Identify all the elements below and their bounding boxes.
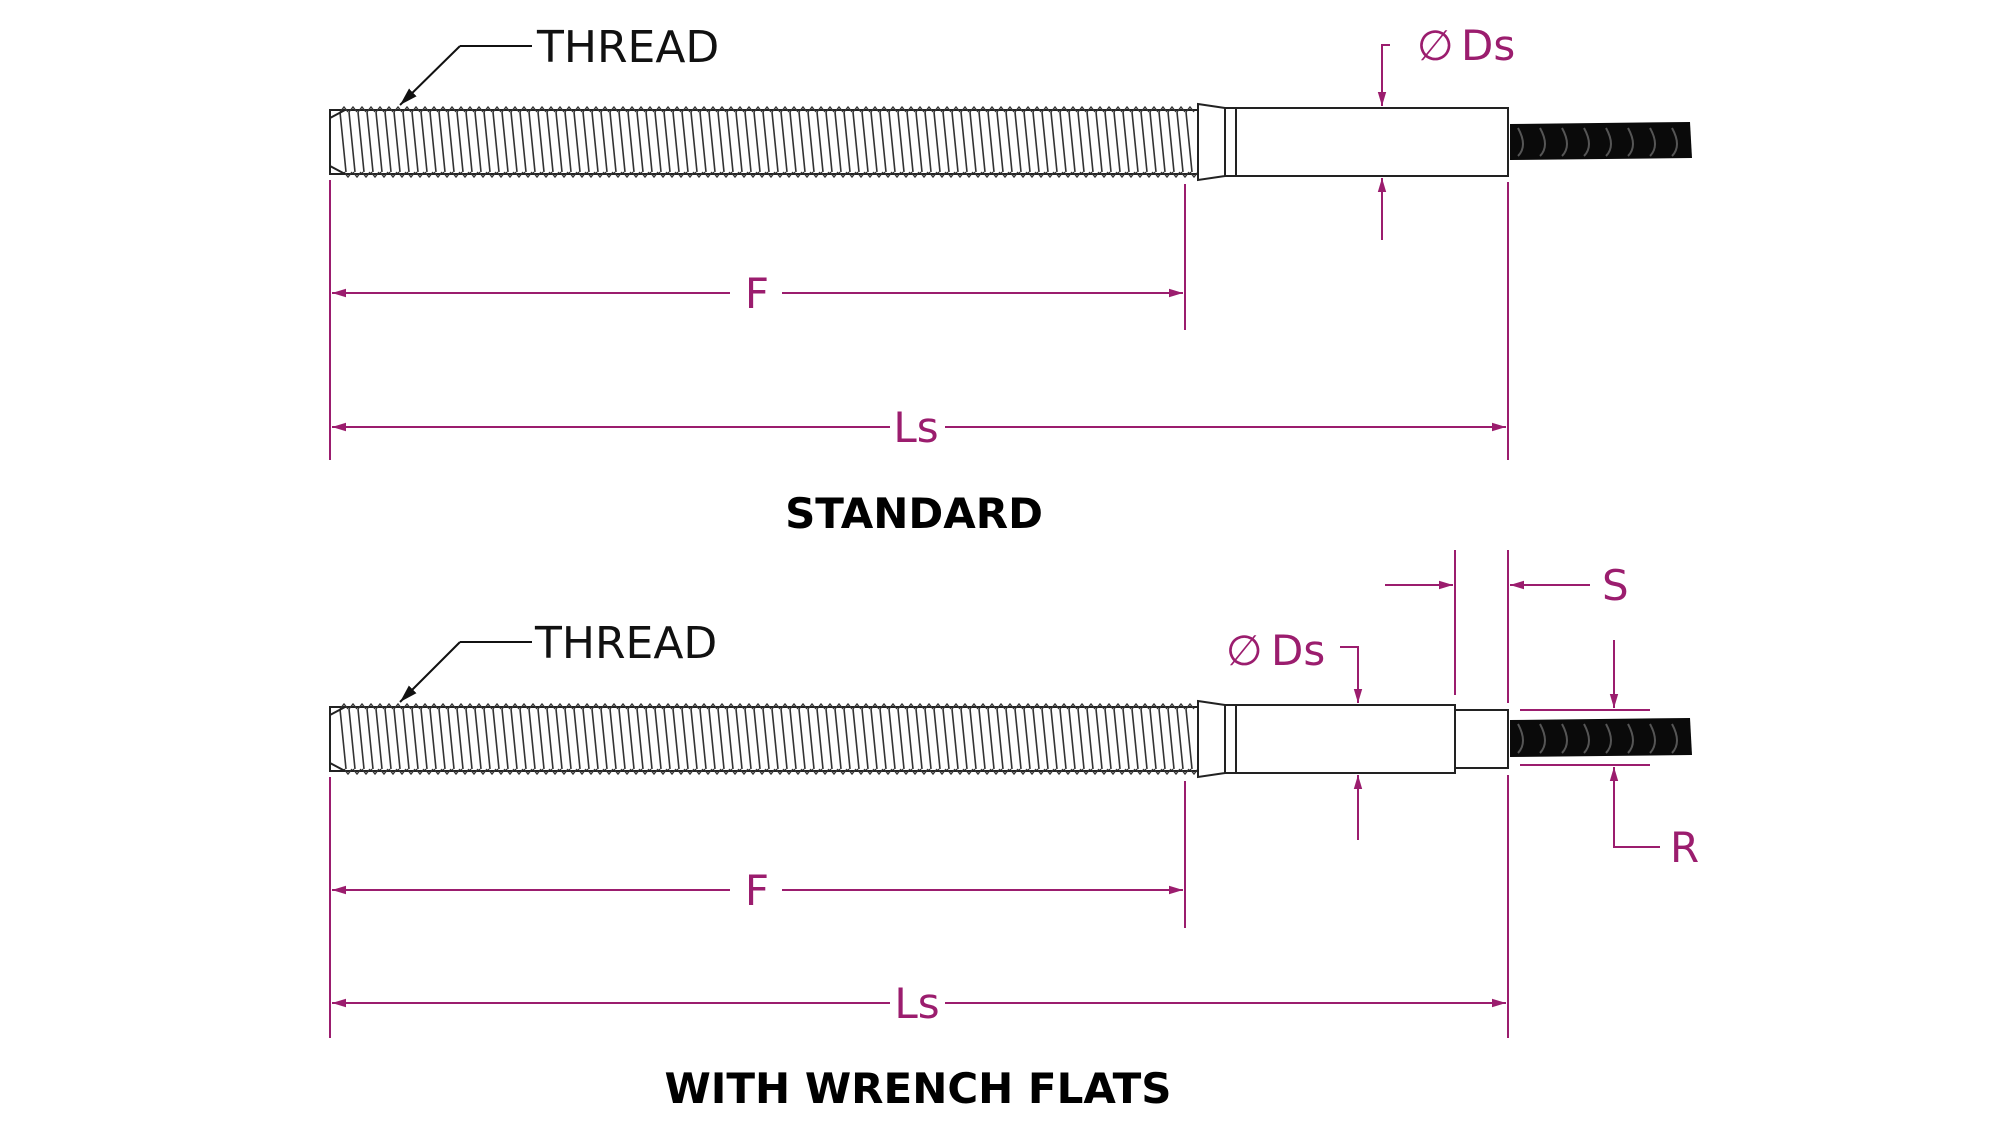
wrench-view: THREAD ∅ Ds S R xyxy=(329,550,1699,1113)
wrench-f-label: F xyxy=(745,866,769,915)
standard-title: STANDARD xyxy=(785,489,1043,538)
wrench-thread-leader xyxy=(399,641,532,703)
standard-ds-symbol: ∅ xyxy=(1417,21,1454,70)
standard-ds-label: Ds xyxy=(1461,21,1515,70)
standard-threaded-shank xyxy=(329,105,1201,179)
wrench-thread-pattern xyxy=(339,702,1199,776)
standard-smooth-body xyxy=(1224,107,1509,177)
standard-wire-twist xyxy=(1517,127,1678,157)
standard-ds-dimension xyxy=(1377,44,1390,240)
wrench-wire-twist xyxy=(1517,723,1678,754)
wrench-ds-dimension xyxy=(1340,646,1363,840)
wrench-s-label: S xyxy=(1602,561,1629,610)
standard-f-label: F xyxy=(745,269,769,318)
wrench-ds-symbol: ∅ xyxy=(1226,626,1263,675)
wrench-wire-lead xyxy=(1510,718,1692,757)
wrench-flat-section xyxy=(1454,709,1509,769)
wrench-r-dimension xyxy=(1520,640,1660,848)
wrench-shoulder xyxy=(1197,699,1226,779)
wrench-smooth-body xyxy=(1224,704,1456,774)
standard-thread-label: THREAD xyxy=(536,22,719,73)
standard-thread-pattern xyxy=(339,105,1199,179)
wrench-s-dimension xyxy=(1385,550,1590,703)
standard-wire-lead xyxy=(1510,122,1692,160)
wrench-ls-label: Ls xyxy=(894,979,939,1028)
standard-thread-leader xyxy=(399,45,532,106)
standard-view: THREAD ∅ Ds F Ls STANDARD xyxy=(329,21,1692,538)
standard-shoulder xyxy=(1197,102,1226,182)
wrench-title: WITH WRENCH FLATS xyxy=(664,1064,1171,1113)
wrench-ds-label: Ds xyxy=(1271,626,1325,675)
wrench-thread-label: THREAD xyxy=(534,618,717,669)
standard-ls-label: Ls xyxy=(893,403,938,452)
wrench-r-label: R xyxy=(1670,823,1699,872)
wrench-threaded-shank xyxy=(329,702,1201,776)
